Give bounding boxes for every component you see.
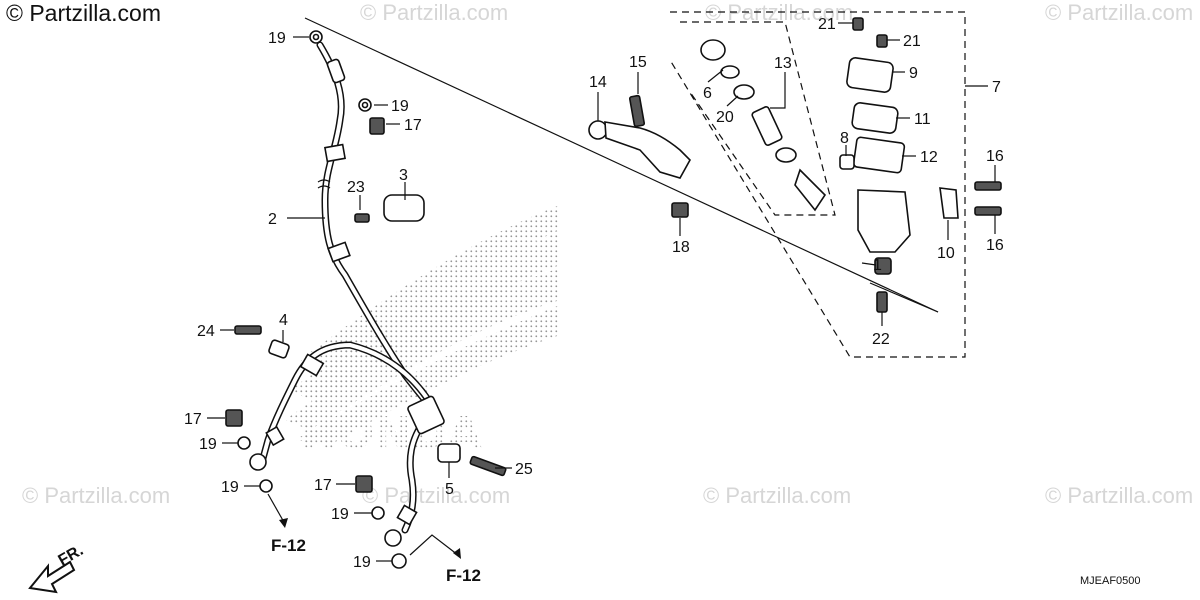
bolt-25 <box>469 455 507 477</box>
cap-9 <box>846 57 894 93</box>
clip-4 <box>268 339 290 359</box>
piston-kit <box>700 39 827 212</box>
joint-5 <box>437 443 461 463</box>
watermark: © Partzilla.com <box>1045 0 1194 25</box>
callout-6: 6 <box>703 85 712 102</box>
screw-21 <box>852 17 864 31</box>
assembly-outline <box>304 11 966 358</box>
callout-7: 7 <box>992 79 1001 96</box>
screw-21 <box>876 34 888 48</box>
callout-12: 12 <box>920 149 938 166</box>
watermark: © Partzilla.com <box>1045 483 1194 508</box>
callout-numbers: 1 2 3 4 5 6 7 8 9 10 11 12 13 14 15 16 1… <box>184 16 1004 571</box>
callout-5: 5 <box>445 481 454 498</box>
callout-18: 18 <box>672 239 690 256</box>
callout-19: 19 <box>221 479 239 496</box>
bolt-17 <box>355 475 373 493</box>
bolt-16 <box>974 181 1002 191</box>
callout-21: 21 <box>903 33 921 50</box>
watermark: © Partzilla.com <box>22 483 171 508</box>
bolt-17 <box>225 409 243 427</box>
bolt-17 <box>369 117 385 135</box>
bolt-23 <box>354 213 370 223</box>
brand-watermark: © Partzilla.com <box>6 0 161 26</box>
callout-15: 15 <box>629 54 647 71</box>
nut-18 <box>671 202 689 218</box>
callout-9: 9 <box>909 65 918 82</box>
callout-19: 19 <box>353 554 371 571</box>
callout-23: 23 <box>347 179 365 196</box>
callout-1: 1 <box>873 257 882 274</box>
watermark: © Partzilla.com <box>703 483 852 508</box>
master-cylinder <box>839 17 1002 313</box>
washer-19 <box>237 436 251 450</box>
callout-16: 16 <box>986 148 1004 165</box>
callout-25: 25 <box>515 461 533 478</box>
callout-24: 24 <box>197 323 215 340</box>
clamp-3 <box>383 194 425 222</box>
washer-19 <box>391 553 407 569</box>
callout-19: 19 <box>331 506 349 523</box>
callout-leaders <box>207 22 996 562</box>
bolt-16 <box>974 206 1002 216</box>
washer-19 <box>259 479 273 493</box>
plate-11 <box>851 102 899 134</box>
screw-22 <box>876 291 888 313</box>
boot-8 <box>839 154 855 170</box>
switch-1 <box>874 257 892 275</box>
callout-19: 19 <box>391 98 409 115</box>
leader-line <box>869 282 939 313</box>
holder-10 <box>939 187 959 219</box>
callout-20: 20 <box>716 109 734 126</box>
watermark: © Partzilla.com <box>360 0 509 25</box>
diagram-code: MJEAF0500 <box>1080 575 1141 587</box>
callout-19: 19 <box>268 30 286 47</box>
callout-3: 3 <box>399 167 408 184</box>
reference-arrows <box>267 493 461 559</box>
front-label: FR. <box>56 542 87 570</box>
watermark: © Partzilla.com <box>362 483 511 508</box>
callout-21: 21 <box>818 16 836 33</box>
piston-kit-box <box>680 21 836 216</box>
bolt-24 <box>234 325 262 335</box>
cylinder-body <box>857 189 911 253</box>
front-direction-arrow: FR. <box>28 542 87 594</box>
diaphragm-12 <box>852 136 906 174</box>
ref-f12-right: F-12 <box>446 566 481 585</box>
callout-8: 8 <box>840 130 849 147</box>
brake-hose-left <box>249 341 444 471</box>
callout-22: 22 <box>872 331 890 348</box>
callout-17: 17 <box>404 117 422 134</box>
callout-19: 19 <box>199 436 217 453</box>
callout-17: 17 <box>314 477 332 494</box>
callout-10: 10 <box>937 245 955 262</box>
brake-hose-right <box>384 395 445 547</box>
leader-line <box>304 17 939 313</box>
brake-lever <box>588 94 691 179</box>
master-cylinder-box <box>669 11 966 358</box>
callout-16: 16 <box>986 237 1004 254</box>
pivot-bolt-15 <box>628 94 646 128</box>
washer-19 <box>371 506 385 520</box>
callout-4: 4 <box>279 312 288 329</box>
callout-2: 2 <box>268 211 277 228</box>
honda-wing-logo: HONDA <box>285 205 560 459</box>
callout-13: 13 <box>774 55 792 72</box>
callout-17: 17 <box>184 411 202 428</box>
callout-11: 11 <box>914 111 931 128</box>
small-parts <box>225 30 689 569</box>
ref-f12-left: F-12 <box>271 536 306 555</box>
callout-14: 14 <box>589 74 607 91</box>
